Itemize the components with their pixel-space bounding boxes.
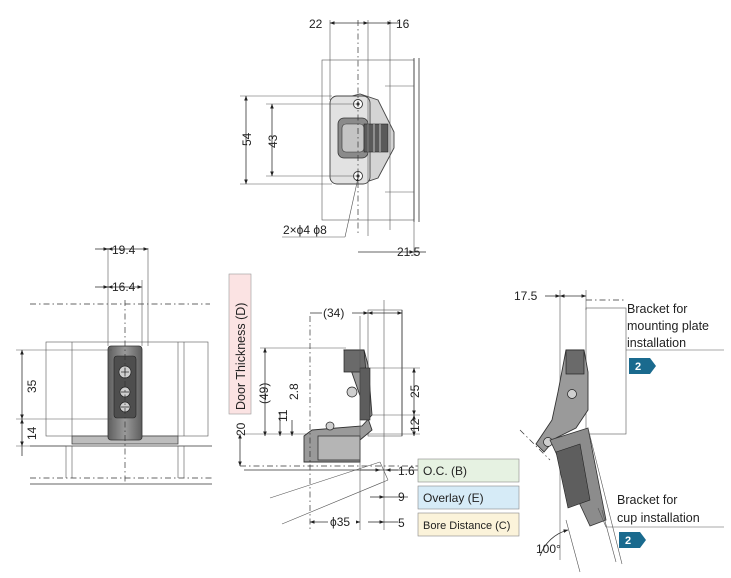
badge-2-cup: 2 xyxy=(619,532,646,548)
legend-overlay-label: Overlay (E) xyxy=(423,491,484,505)
dim-100-deg: 100° xyxy=(536,542,561,556)
legend-oc-label: O.C. (B) xyxy=(423,464,467,478)
callout-cup-line2: cup installation xyxy=(617,511,700,525)
dim-34: (34) xyxy=(323,306,344,320)
dim-phi-35: ϕ35 xyxy=(330,515,350,529)
dim-21-5: 21.5 xyxy=(397,245,421,259)
callout-mounting-plate-line2: mounting plate xyxy=(627,319,709,333)
dim-20: 20 xyxy=(234,422,248,436)
callout-cup-line1: Bracket for xyxy=(617,493,677,507)
dim-35: 35 xyxy=(25,379,39,393)
front-view: 19.4 16.4 35 14 xyxy=(16,243,212,485)
dim-43: 43 xyxy=(266,134,280,148)
side-view: Door Thickness (D) (34) (49) 2.8 xyxy=(228,273,520,537)
callout-mounting-plate-line3: installation xyxy=(627,336,686,350)
dim-16-4: 16.4 xyxy=(112,280,136,294)
dim-49: (49) xyxy=(257,383,271,404)
dim-17-5: 17.5 xyxy=(514,289,538,303)
legend-bore-label: Bore Distance (C) xyxy=(423,520,510,532)
dim-16: 16 xyxy=(396,17,410,31)
door-thickness-label: Door Thickness (D) xyxy=(234,303,248,410)
legend-oc: O.C. (B) xyxy=(417,458,520,483)
dim-19-4: 19.4 xyxy=(112,243,136,257)
door-thickness-label-box xyxy=(228,273,252,415)
dim-11: 11 xyxy=(276,409,290,422)
callout-mounting-plate-line1: Bracket for xyxy=(627,302,687,316)
dim-9: 9 xyxy=(398,490,405,504)
dim-5: 5 xyxy=(398,516,405,530)
dim-25: 25 xyxy=(408,384,422,398)
badge-2-mounting-text: 2 xyxy=(635,361,641,373)
dim-12: 12 xyxy=(408,418,422,432)
dim-holes: 2×ϕ4 ϕ8 xyxy=(283,223,327,237)
badge-2-cup-text: 2 xyxy=(625,535,631,547)
dim-2-8: 2.8 xyxy=(287,383,301,400)
legend-bore-distance: Bore Distance (C) xyxy=(417,512,520,537)
dim-54: 54 xyxy=(240,132,254,146)
legend-overlay: Overlay (E) xyxy=(417,485,520,510)
open-view: 17.5 100° Bracket for mounting plate ins… xyxy=(514,289,724,573)
top-view: 22 16 54 43 2×ϕ4 ϕ8 21.5 xyxy=(240,17,426,259)
dim-22: 22 xyxy=(309,17,323,31)
dim-1-6: 1.6 xyxy=(398,464,415,478)
dim-14: 14 xyxy=(25,426,39,440)
badge-2-mounting: 2 xyxy=(629,358,656,374)
